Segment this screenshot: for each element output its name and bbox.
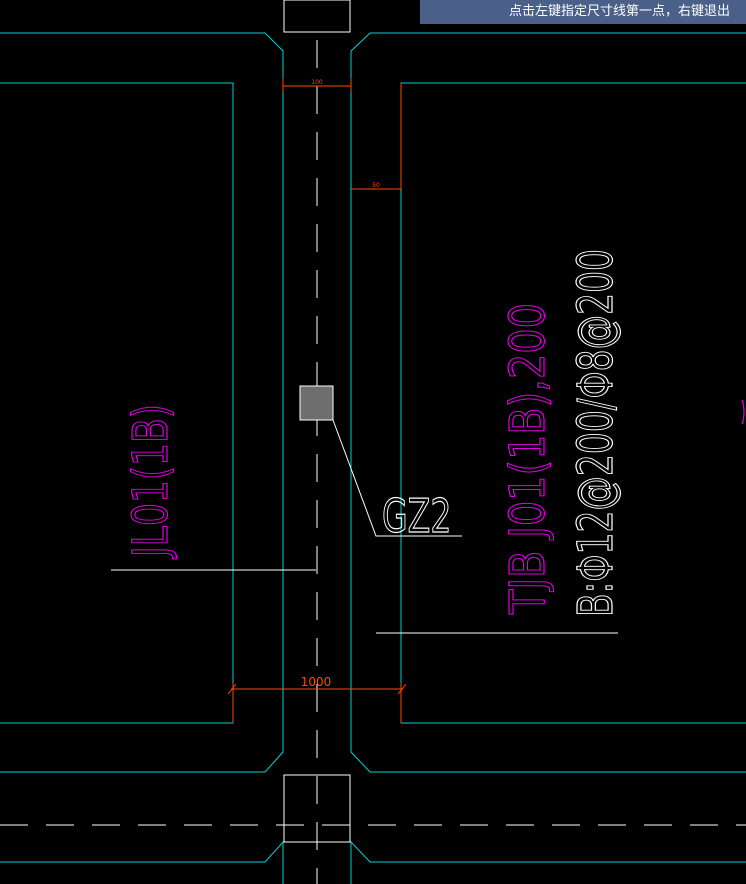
beam-label-right[interactable]: TJB J01(1B),200: [499, 302, 556, 615]
command-prompt-bar: 点击左键指定尺寸线第一点，右键退出: [420, 0, 746, 24]
center-lines: [0, 40, 746, 884]
offscreen-label-fragment: [741, 399, 745, 425]
bottom-edge-left: [0, 840, 284, 884]
dim-mid-text: 50: [372, 182, 380, 189]
dim-top-text: 100: [311, 79, 323, 86]
column-gz2[interactable]: [299, 385, 334, 421]
gz2-leader-line: [332, 419, 462, 537]
beam-label-left[interactable]: JL01(1B): [122, 403, 179, 559]
wall-outlines: [0, 32, 746, 884]
dim-tick-right: [397, 683, 407, 695]
dim-bottom-text: 1000: [301, 675, 332, 689]
column-label-gz2[interactable]: GZ2: [381, 490, 451, 544]
top-column-box[interactable]: [283, 0, 351, 33]
top-beam-edge-left: [0, 32, 284, 773]
right-room-outline: [400, 82, 746, 724]
dimensions: [227, 78, 407, 723]
prompt-text: 点击左键指定尺寸线第一点，右键退出: [508, 4, 730, 19]
bottom-edge-right: [350, 840, 746, 884]
dim-tick-left: [227, 683, 237, 695]
rebar-label[interactable]: B:Φ12@200/Φ8@200: [567, 248, 624, 617]
left-room-outline: [0, 82, 234, 724]
